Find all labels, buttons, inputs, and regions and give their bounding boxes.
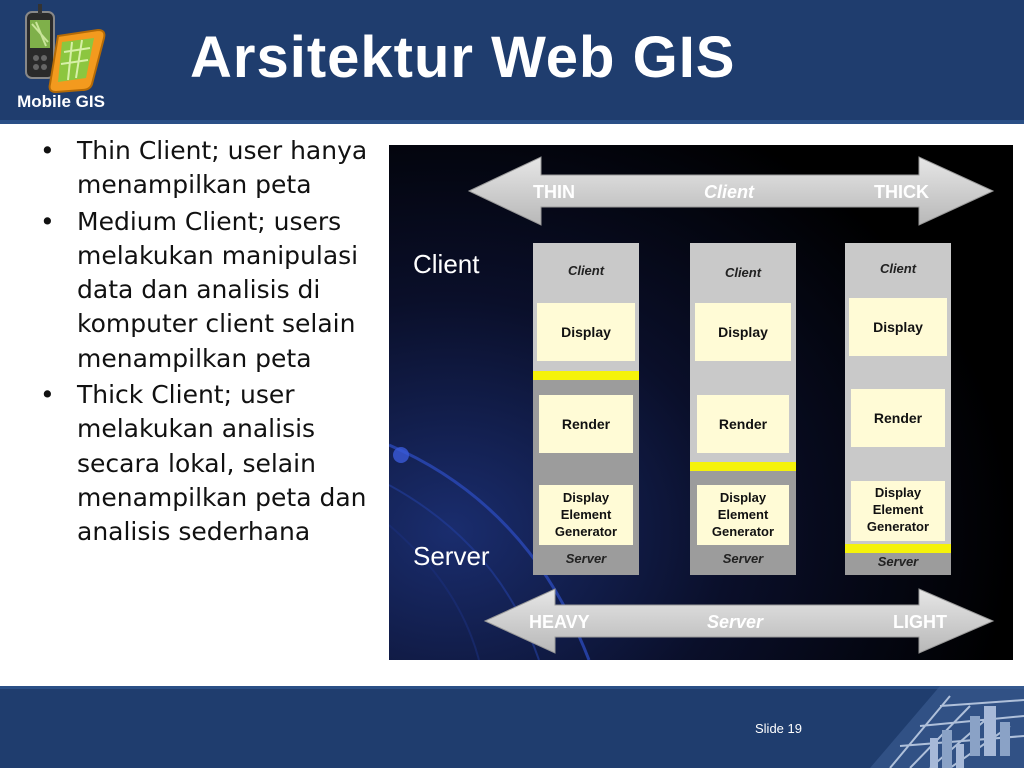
city-map-decoration-icon: [870, 686, 1024, 768]
client-server-divider: [845, 544, 951, 553]
display-label: Display: [561, 324, 611, 340]
logo-label: Mobile GIS: [17, 92, 105, 111]
bullet-list: Thin Client; user hanya menampilkan peta…: [38, 134, 378, 552]
generator-label-line1: Display: [720, 490, 767, 505]
column-header: Client: [725, 265, 762, 280]
generator-label-line2: Element: [718, 507, 769, 522]
arrow-label-thick: THICK: [874, 182, 929, 202]
page-title: Arsitektur Web GIS: [190, 25, 736, 90]
column-medium: Client Display Render Display Element Ge…: [690, 243, 796, 575]
generator-label-line2: Element: [873, 502, 924, 517]
generator-label-line1: Display: [875, 485, 922, 500]
client-double-arrow: [467, 156, 995, 226]
footer-bar: [0, 686, 1024, 768]
render-box: [697, 395, 789, 453]
generator-box: [851, 481, 945, 541]
display-label: Display: [718, 324, 768, 340]
bullet-thin-client: Thin Client; user hanya menampilkan peta: [38, 134, 378, 203]
column-thin: Client Display Render Display Element Ge…: [533, 243, 639, 575]
generator-box: [539, 485, 633, 545]
side-label-server: Server: [413, 541, 490, 571]
generator-label-line3: Generator: [712, 524, 774, 539]
column-footer: Server: [878, 554, 919, 569]
header-bar: [0, 0, 1024, 120]
render-box: [539, 395, 633, 453]
column-header: Client: [568, 263, 605, 278]
arrow-label-light: LIGHT: [893, 612, 947, 632]
generator-label-line3: Generator: [867, 519, 929, 534]
server-double-arrow: [483, 588, 995, 654]
decorative-arc: [389, 524, 480, 660]
generator-label-line2: Element: [561, 507, 612, 522]
web-gis-architecture-diagram: THIN Client THICK Client Server Client D…: [389, 145, 1013, 660]
column-footer: Server: [723, 551, 764, 566]
mobile-gps-icon: [25, 4, 106, 94]
arrow-label-server: Server: [707, 612, 764, 632]
bullet-medium-client: Medium Client; users melakukan manipulas…: [38, 205, 378, 376]
render-box: [851, 389, 945, 447]
display-box: [537, 303, 635, 361]
column-footer: Server: [566, 551, 607, 566]
generator-label-line1: Display: [563, 490, 610, 505]
client-server-divider: [690, 462, 796, 471]
render-label: Render: [874, 410, 923, 426]
slide-number: Slide 19: [755, 721, 802, 736]
side-label-client: Client: [413, 249, 480, 279]
column-thick: Client Display Render Display Element Ge…: [845, 243, 951, 575]
arrow-label-heavy: HEAVY: [529, 612, 590, 632]
generator-box: [697, 485, 789, 545]
decorative-dot: [393, 447, 409, 463]
arrow-label-thin: THIN: [533, 182, 575, 202]
display-label: Display: [873, 319, 923, 335]
client-server-divider: [533, 371, 639, 380]
display-box: [695, 303, 791, 361]
bullet-thick-client: Thick Client; user melakukan analisis se…: [38, 378, 378, 549]
column-server-area: [845, 550, 951, 575]
render-label: Render: [719, 416, 768, 432]
generator-label-line3: Generator: [555, 524, 617, 539]
arrow-label-client: Client: [704, 182, 755, 202]
header-divider: [0, 120, 1024, 124]
display-box: [849, 298, 947, 356]
column-header: Client: [880, 261, 917, 276]
render-label: Render: [562, 416, 611, 432]
